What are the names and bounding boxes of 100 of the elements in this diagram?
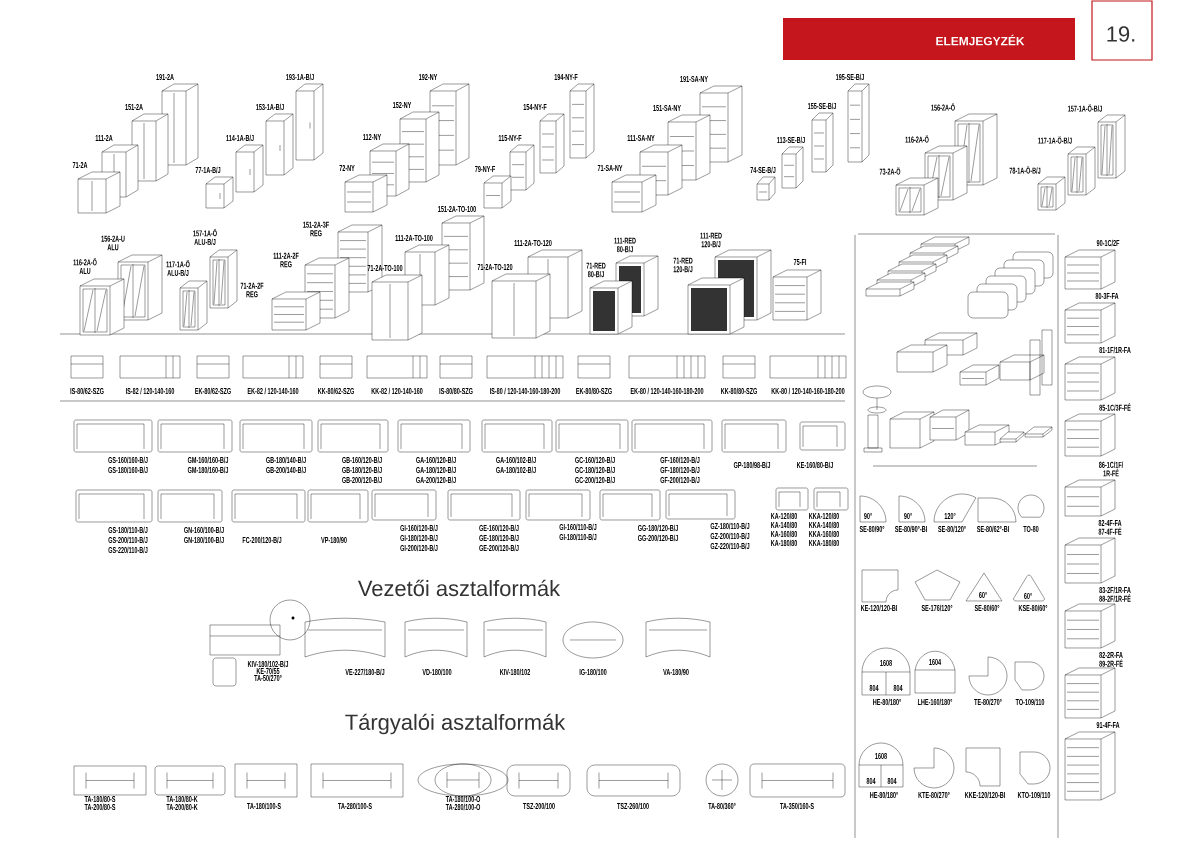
product-code: IS-80/62-SZG: [70, 387, 104, 395]
product-code: 115-NY-F: [498, 135, 522, 141]
product-code: 151-2A: [125, 103, 143, 110]
product-code: 154-NY-F: [523, 104, 547, 110]
product-code: GG-180/120-B/J: [637, 524, 678, 532]
product-code: GB-160/120-B/J: [342, 456, 382, 464]
product-code: TSZ-200/100: [523, 802, 555, 810]
product-code: 81-1F/1R-FA: [1099, 346, 1131, 354]
product-code: KA-140/80: [771, 521, 798, 529]
product-code: 71-2A-2F REG: [240, 282, 264, 298]
product-code: KE-160/80-B/J: [797, 461, 833, 469]
product-code: 71-2A: [72, 162, 88, 168]
product-code: 117-1A-Ö ALU-B/J: [166, 259, 190, 276]
product-code: 193-1A-B/J: [286, 73, 314, 81]
dimension-label: 804: [866, 777, 876, 784]
product-code: 191-2A: [156, 73, 174, 80]
product-code: 194-NY-F: [554, 73, 578, 80]
product-code: EK-80/62-SZG: [195, 387, 231, 395]
product-code: 151-SA-NY: [653, 104, 681, 111]
product-code: GA-160/102-B/J: [496, 456, 536, 464]
product-code: KA-160/80: [771, 530, 798, 538]
product-code: TA-80/360°: [708, 802, 736, 810]
product-code: VD-180/100: [422, 668, 452, 676]
product-code: 195-SE-B/J: [836, 73, 864, 81]
product-code: 114-1A-B/J: [226, 134, 254, 142]
product-code: GB-180/140-B/J: [266, 456, 306, 464]
product-code: SE-176/120°: [921, 604, 953, 612]
product-code: KTE-80/270°: [918, 791, 950, 799]
product-code: 85-1C/3F-FÉ: [1099, 403, 1131, 411]
product-code: TA-180/100-O: [445, 795, 481, 803]
product-code: IS-80 / 120-140-160-180-200: [490, 387, 561, 395]
product-code: GN-160/100-B/J: [184, 526, 224, 534]
product-code: GI-180/110-B/J: [559, 533, 597, 541]
product-code: 71-2A-TO-100: [367, 264, 403, 271]
product-code: 111-SA-NY: [627, 134, 655, 141]
product-code: GG-200/120-B/J: [637, 534, 678, 542]
product-code: KIV-180/102-B/J: [247, 660, 289, 668]
product-code: 113-SE-B/J: [777, 136, 805, 144]
product-code: 73-2A-Ö: [879, 167, 901, 175]
product-code: GI-200/120-B/J: [400, 544, 438, 552]
product-code: TA-180/80-K: [166, 795, 198, 803]
product-code: 117-1A-Ö-B/J: [1038, 136, 1072, 144]
product-code: 156-2A-U ALU: [101, 235, 125, 251]
angle-label: 120°: [944, 512, 956, 519]
product-code: TA-200/80-S: [84, 803, 116, 811]
product-code: 83-2F/1R-FA: [1099, 586, 1131, 594]
product-code: 151-2A-TO-100: [438, 205, 476, 212]
product-code: GN-180/100-B/J: [184, 536, 224, 544]
product-code: GA-160/120-B/J: [416, 456, 456, 464]
product-code: 80-3F-FA: [1095, 292, 1119, 299]
product-code: TO-80: [1023, 525, 1039, 532]
product-code: FC-200/120-B/J: [242, 536, 282, 544]
product-code: 87-4F-FÉ: [1098, 527, 1122, 535]
product-code: 77-1A-B/J: [195, 166, 221, 174]
product-code: GB-180/120-B/J: [342, 466, 382, 474]
product-code: IS-80/80-SZG: [439, 387, 473, 395]
product-code: SE-80/62°-BI: [977, 525, 1009, 533]
product-code: EK-80/80-SZG: [576, 387, 612, 395]
product-code: 157-1A-Ö ALU-B/J: [193, 228, 217, 245]
product-code: 71-2A-TO-120: [477, 263, 513, 270]
product-code: 79-NY-F: [475, 165, 495, 172]
product-code: KA-120/80: [771, 512, 798, 520]
product-code: GI-160/120-B/J: [400, 524, 438, 532]
product-code: 90-1C/2F: [1096, 239, 1120, 247]
angle-label: 90°: [904, 512, 912, 519]
product-code: SE-80/120°: [938, 525, 966, 533]
product-code: GI-160/110-B/J: [559, 523, 597, 531]
product-code: GA-180/120-B/J: [416, 466, 456, 474]
product-code: GP-180/98-B/J: [733, 461, 771, 469]
product-code: LHE-160/180°: [917, 698, 953, 706]
product-code: GS-220/110-B/J: [108, 546, 148, 554]
product-code: TSZ-260/100: [617, 802, 649, 810]
product-code: TO-109/110: [1015, 698, 1045, 706]
product-code: TE-80/270°: [974, 698, 1002, 706]
product-code: GI-180/120-B/J: [400, 534, 438, 542]
product-code: GS-160/160-B/J: [108, 456, 148, 464]
product-code: KK-80 / 120-140-160-180-200: [771, 387, 845, 395]
product-code: GA-200/120-B/J: [416, 476, 456, 484]
product-code: 112-NY: [363, 134, 382, 140]
product-code: 111-2A: [95, 135, 113, 141]
product-code: GE-160/120-B/J: [479, 524, 519, 532]
product-code: 71-RED 120-B/J: [673, 257, 693, 273]
product-code: 75-FI: [793, 259, 807, 265]
dimension-label: 1604: [929, 658, 942, 665]
section-heading: Vezetői asztalformák: [358, 579, 561, 597]
product-code: HE-80/180°: [873, 698, 901, 706]
dimension-label: 1608: [875, 752, 887, 759]
product-code: VP-180/90: [321, 536, 347, 544]
dimension-label: 1608: [880, 659, 892, 666]
product-code: KE-120/120-BI: [861, 604, 897, 612]
product-code: 89-2R-FÉ: [1099, 659, 1123, 667]
product-code: KSE-80/60°: [1018, 604, 1048, 612]
product-code: 82-2R-FA: [1099, 651, 1123, 658]
product-code: TA-200/80-K: [166, 803, 198, 811]
dimension-label: 804: [893, 684, 903, 691]
product-code: GF-200/120-B/J: [660, 476, 700, 484]
product-code: 111-RED 120-B/J: [700, 232, 722, 248]
product-code: SE-80/60°: [974, 604, 1000, 612]
product-code: 152-NY: [393, 101, 412, 108]
product-code: KKA-180/80: [809, 539, 839, 547]
